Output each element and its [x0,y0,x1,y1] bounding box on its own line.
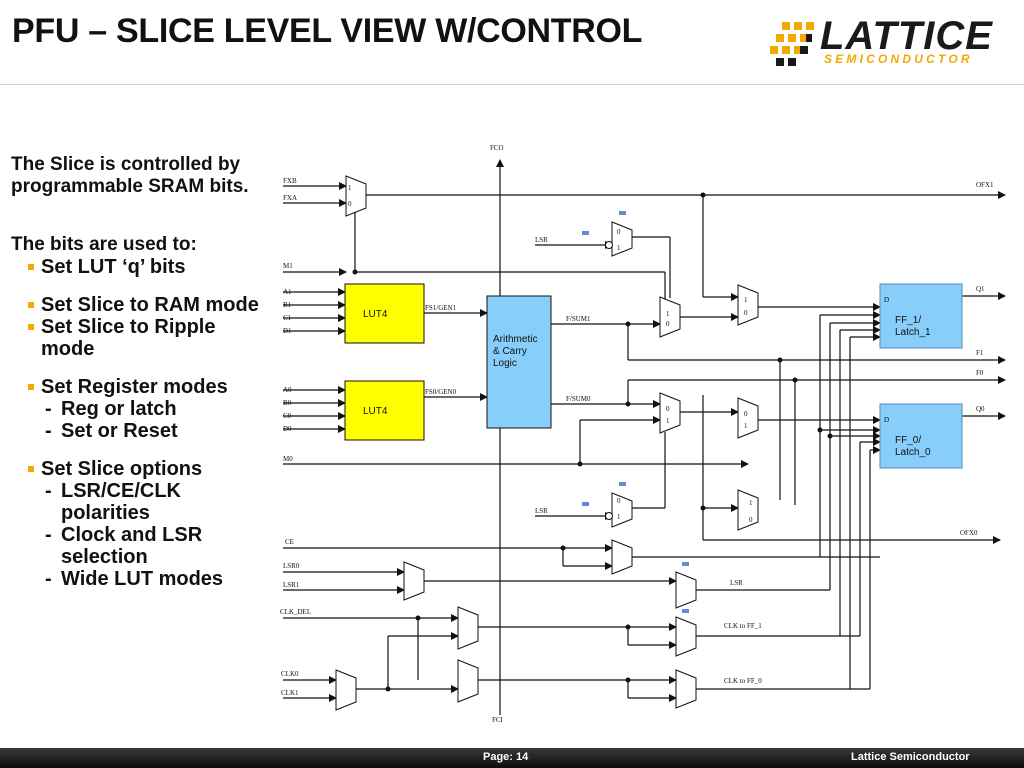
slice-diagram: LUT4 LUT4 Arithmetic & Carry Logic FF_1/… [280,144,1006,724]
svg-text:0: 0 [744,309,748,317]
bullet-square-icon [28,384,34,390]
title-divider [0,84,1024,85]
fsum0-label: F/SUM0 [566,395,591,403]
sub-bullet-item: -Set or Reset [45,420,178,442]
ofx0-label: OFX0 [960,529,978,537]
lsr-top-label: LSR [535,236,548,244]
sub-bullet-item: -LSR/CE/CLK polarities [45,480,181,524]
clk-ff1-label: CLK to FF_1 [724,622,762,630]
footer-bar: Page: 14 Lattice Semiconductor [0,748,1024,768]
svg-text:1: 1 [666,417,670,425]
fco-label: FCO [490,144,504,152]
lead-text: The bits are used to: [11,234,197,255]
f0-label: F0 [976,369,984,377]
ff1-label-line2: Latch_1 [895,327,931,338]
svg-text:0: 0 [749,516,753,524]
ff1-block [879,283,963,349]
mux-shapes [335,175,759,711]
junction-dots [352,192,833,692]
svg-text:0: 0 [348,200,352,208]
ff0-label-line2: Latch_0 [895,447,931,458]
bullet-item: Set Register modes [11,376,261,398]
arith-carry-block [486,295,552,429]
clk0-label: CLK0 [281,670,299,678]
svg-text:1: 1 [744,296,748,304]
lut4-bottom-block [344,380,425,441]
ff0-block [879,403,963,469]
f1-label: F1 [976,349,984,357]
fs1-label: FS1/GEN1 [425,304,457,312]
fci-label: FCI [492,716,504,724]
lut4-top-block [344,283,425,344]
footer-company: Lattice Semiconductor [851,751,970,763]
lsr1-label: LSR1 [283,581,300,589]
page-number: Page: 14 [483,751,529,763]
svg-text:0: 0 [617,497,621,505]
bullet-item: Set Slice options [11,458,261,480]
sub-bullet-item: -Reg or latch [45,398,177,420]
fxb-label: FXB [283,177,297,185]
arith-label-line2: & Carry [493,346,527,357]
svg-text:1: 1 [666,310,670,318]
clk-ff0-label: CLK to FF_0 [724,677,762,685]
svg-text:1: 1 [348,184,352,192]
svg-text:0: 0 [617,228,621,236]
bullet-square-icon [28,324,34,330]
lut4-bottom-label: LUT4 [363,406,388,417]
intro-text: The Slice is controlled by programmable … [11,154,249,197]
sub-bullet-item: -Wide LUT modes [45,568,224,590]
bullet-square-icon [28,302,34,308]
q0-label: Q0 [976,405,985,413]
bullet-text-panel: The Slice is controlled by programmable … [11,154,261,590]
svg-text:0: 0 [744,410,748,418]
lsr-ff-label: LSR [730,579,743,587]
d0-label: D0 [283,425,292,433]
lsr0-label: LSR0 [283,562,300,570]
arith-label-line3: Logic [493,358,517,369]
svg-text:1: 1 [744,422,748,430]
logo-subtitle: SEMICONDUCTOR [824,52,973,66]
bullet-item: Set Slice to Ripple mode [11,316,261,360]
fsum1-label: F/SUM1 [566,315,591,323]
m0-label: M0 [283,455,293,463]
bullet-square-icon [28,264,34,270]
svg-text:0: 0 [666,405,670,413]
lut4-top-label: LUT4 [363,309,388,320]
mux-pin-labels: 1 0 0 1 1 0 1 0 0 1 0 1 0 1 1 0 [348,184,753,524]
m1-label: M1 [283,262,293,270]
arith-label-line1: Arithmetic [493,334,537,345]
clk-del-label: CLK_DEL [280,608,311,616]
ff0-label-line1: FF_0/ [895,435,921,446]
a1-label: A1 [283,288,292,296]
slide-title: PFU – SLICE LEVEL VIEW W/CONTROL [12,12,643,50]
ce-label: CE [285,538,294,546]
logo-word: LATTICE [820,14,993,58]
fs0-label: FS0/GEN0 [425,388,457,396]
ff0-d-label: D [884,416,889,424]
lattice-logo: LATTICE SEMICONDUCTOR [768,14,1004,68]
sub-bullet-item: -Clock and LSR selection [45,524,203,568]
svg-text:1: 1 [749,499,753,507]
q1-label: Q1 [976,285,985,293]
ff1-label-line1: FF_1/ [895,315,921,326]
d1-label: D1 [283,327,292,335]
svg-text:0: 0 [666,320,670,328]
bullet-item: Set LUT ‘q’ bits [11,256,261,278]
bullet-square-icon [28,466,34,472]
c0-label: C0 [283,412,292,420]
bullet-item: Set Slice to RAM mode [11,294,261,316]
ofx1-label: OFX1 [976,181,994,189]
a0-label: A0 [283,386,292,394]
c1-label: C1 [283,314,292,322]
sram-bit-icons [582,211,689,613]
svg-text:1: 1 [617,244,621,252]
b0-label: B0 [283,399,292,407]
b1-label: B1 [283,301,292,309]
ff1-d-label: D [884,296,889,304]
clk1-label: CLK1 [281,689,299,697]
svg-text:1: 1 [617,513,621,521]
lsr-bottom-label: LSR [535,507,548,515]
lattice-grid-icon [770,22,814,66]
fxa-label: FXA [283,194,297,202]
